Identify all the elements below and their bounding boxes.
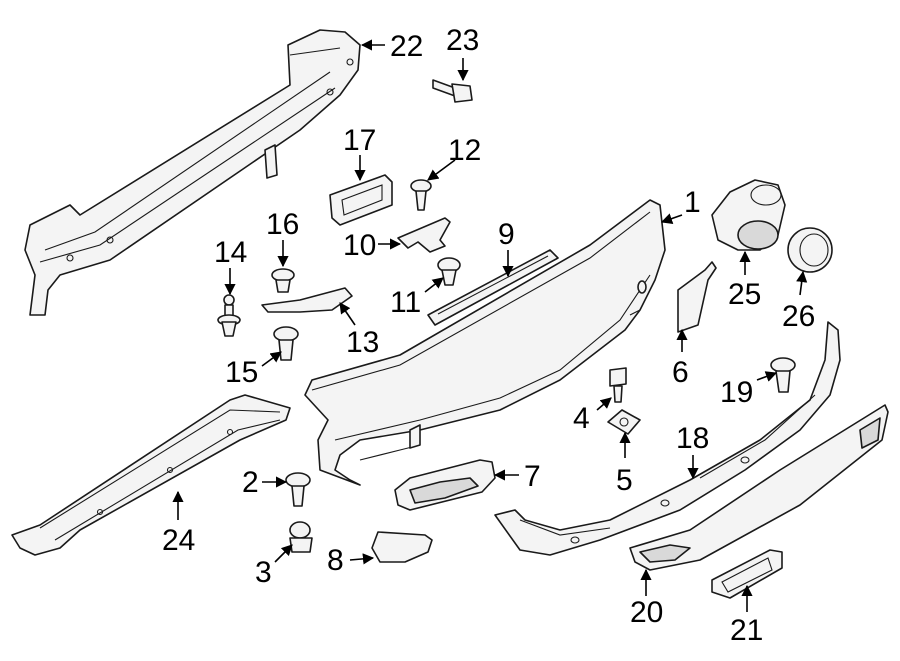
callout-18: 18 (676, 422, 709, 455)
callout-labels: 1 2 3 4 5 6 7 8 9 10 11 12 13 14 15 16 1… (162, 24, 815, 647)
clip-part-3 (289, 521, 313, 553)
sensor-ring-part-26 (787, 227, 833, 273)
callout-8: 8 (327, 544, 344, 577)
clip-part-11 (437, 257, 461, 286)
reflector-housing-part-7 (394, 459, 496, 511)
bracket-part-10 (397, 217, 451, 253)
callout-16: 16 (266, 208, 299, 241)
tailpipe-trim-part-21 (711, 549, 783, 599)
bolt-part-23 (432, 79, 473, 103)
sensor-part-25 (711, 179, 786, 251)
callout-17: 17 (343, 124, 376, 157)
callout-4: 4 (573, 402, 590, 435)
cover-plate-part-6 (677, 261, 717, 333)
callout-25: 25 (728, 278, 761, 311)
callout-12: 12 (448, 134, 481, 167)
callout-3: 3 (255, 556, 272, 589)
clip-part-19 (770, 357, 796, 393)
callout-1: 1 (684, 186, 701, 219)
screw-part-2 (285, 472, 311, 507)
callout-26: 26 (782, 300, 815, 333)
callout-5: 5 (616, 464, 633, 497)
bracket-part-13 (261, 287, 353, 313)
clip-part-15 (273, 326, 299, 361)
callout-24: 24 (162, 524, 195, 557)
callout-9: 9 (498, 218, 515, 251)
callout-20: 20 (630, 596, 663, 629)
bracket-part-17 (329, 174, 393, 226)
clip-part-16 (271, 268, 295, 293)
leader-lines (172, 39, 808, 612)
callout-7: 7 (524, 460, 541, 493)
diffuser-part-20 (629, 404, 889, 571)
push-pin-part-14 (217, 294, 241, 337)
energy-absorber-part-24 (11, 394, 291, 556)
callout-23: 23 (446, 24, 479, 57)
callout-14: 14 (214, 236, 247, 269)
callout-22: 22 (390, 30, 423, 63)
callout-15: 15 (225, 356, 258, 389)
lower-trim-part-18 (494, 321, 841, 556)
callout-6: 6 (672, 356, 689, 389)
bolt-part-4 (609, 367, 627, 403)
callout-11: 11 (390, 286, 421, 319)
callout-19: 19 (720, 376, 753, 409)
callout-10: 10 (343, 229, 376, 262)
callout-2: 2 (242, 466, 259, 499)
nut-part-5 (607, 409, 641, 435)
callout-21: 21 (730, 614, 763, 647)
impact-bar-part-22 (24, 29, 361, 316)
screw-part-12 (410, 179, 432, 211)
callout-13: 13 (346, 326, 379, 359)
bracket-part-8 (371, 531, 433, 563)
bumper-cover-part-1 (304, 199, 666, 486)
